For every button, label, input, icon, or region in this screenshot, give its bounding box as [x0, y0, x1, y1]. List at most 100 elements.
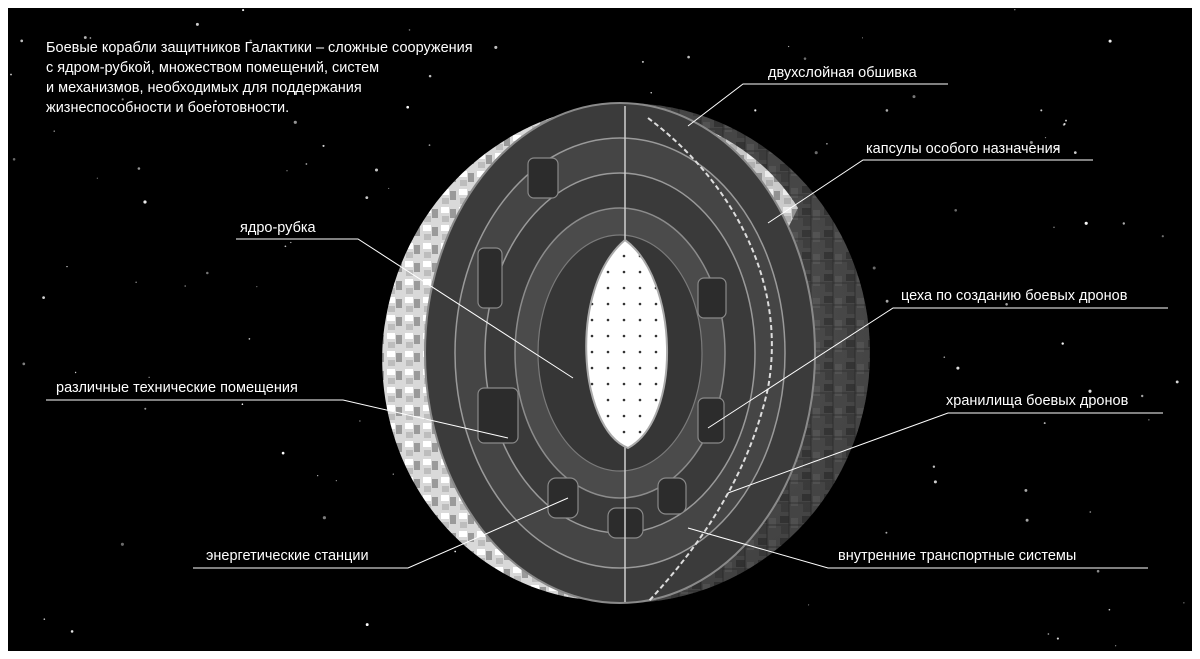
- star: [1115, 645, 1117, 647]
- star: [687, 55, 690, 59]
- star: [1089, 511, 1092, 513]
- star: [1161, 235, 1164, 238]
- star: [137, 167, 141, 170]
- star: [317, 475, 319, 477]
- star: [641, 60, 644, 63]
- leader-core: [236, 238, 574, 379]
- star: [241, 403, 244, 405]
- star: [20, 39, 24, 43]
- leader-capsules: [767, 159, 1093, 224]
- star: [826, 142, 828, 145]
- star: [70, 630, 74, 633]
- star: [428, 74, 432, 78]
- star: [74, 371, 77, 374]
- star: [1040, 109, 1043, 112]
- star: [1148, 419, 1150, 421]
- star: [1063, 122, 1066, 126]
- space-background: Боевые корабли защитников Галактики – сл…: [8, 8, 1192, 651]
- star: [96, 177, 98, 179]
- star: [1108, 608, 1111, 611]
- star: [89, 37, 92, 39]
- leader-energy: [193, 497, 569, 569]
- star: [1005, 303, 1008, 306]
- label-capsules: капсулы особого назначения: [866, 141, 1061, 157]
- star: [119, 87, 121, 89]
- leader-workshops: [707, 307, 1168, 429]
- star: [214, 100, 217, 103]
- star: [10, 73, 12, 76]
- star: [256, 285, 258, 288]
- core-cabin: [585, 238, 669, 450]
- star: [42, 296, 45, 299]
- star: [1025, 518, 1029, 522]
- star: [650, 92, 652, 94]
- star: [121, 98, 124, 101]
- leader-lines: [46, 83, 1168, 569]
- star-field: [10, 9, 1185, 647]
- star: [861, 37, 864, 39]
- star: [322, 516, 326, 520]
- star: [787, 45, 790, 48]
- leader-tech-rooms: [46, 399, 509, 439]
- intro-text: Боевые корабли защитников Галактики – сл…: [46, 38, 473, 118]
- star: [1047, 633, 1050, 635]
- star: [43, 618, 46, 620]
- star: [885, 109, 889, 112]
- star: [1122, 222, 1125, 225]
- star: [406, 105, 410, 109]
- star: [872, 266, 876, 270]
- star: [1096, 569, 1100, 573]
- intro-line: и механизмов, необходимых для поддержани…: [46, 80, 362, 96]
- star: [105, 87, 108, 90]
- transport-seam: [647, 117, 773, 603]
- star: [1065, 119, 1067, 122]
- star: [808, 604, 810, 606]
- star: [933, 480, 937, 484]
- star: [494, 45, 498, 49]
- star: [53, 130, 55, 132]
- label-tech-rooms: различные технические помещения: [56, 380, 298, 396]
- star: [954, 208, 958, 212]
- star: [1044, 137, 1047, 139]
- star: [1073, 151, 1077, 154]
- label-core: ядро-рубка: [240, 220, 316, 236]
- star: [754, 109, 757, 112]
- star: [814, 151, 818, 155]
- star: [335, 480, 337, 482]
- intro-line: с ядром-рубкой, множеством помещений, си…: [46, 60, 380, 76]
- star: [120, 542, 124, 546]
- star: [184, 285, 186, 287]
- leader-transport: [687, 527, 1148, 569]
- star: [1014, 9, 1016, 11]
- label-storage: хранилища боевых дронов: [946, 393, 1129, 409]
- star: [143, 200, 147, 204]
- intro-line: жизнеспособности и боеготовности.: [46, 100, 290, 116]
- star: [144, 407, 147, 410]
- star: [1175, 380, 1179, 384]
- star: [885, 531, 888, 534]
- label-transport: внутренние транспортные системы: [838, 548, 1077, 564]
- star: [281, 451, 285, 455]
- leader-storage: [727, 412, 1163, 494]
- star: [1029, 140, 1033, 145]
- star: [12, 158, 16, 161]
- star: [912, 95, 916, 99]
- star: [305, 163, 308, 165]
- star: [195, 22, 199, 26]
- star: [1061, 342, 1064, 345]
- star: [1183, 602, 1185, 604]
- star: [885, 299, 889, 303]
- star: [943, 356, 946, 359]
- star: [206, 271, 209, 275]
- star: [135, 281, 137, 283]
- star: [286, 170, 288, 172]
- label-workshops: цеха по созданию боевых дронов: [901, 288, 1128, 304]
- leader-hull: [687, 83, 948, 127]
- star: [408, 29, 411, 31]
- star: [388, 187, 390, 189]
- star: [249, 39, 252, 42]
- star: [1108, 39, 1112, 43]
- star: [284, 245, 287, 248]
- star: [66, 266, 68, 268]
- star: [365, 623, 369, 627]
